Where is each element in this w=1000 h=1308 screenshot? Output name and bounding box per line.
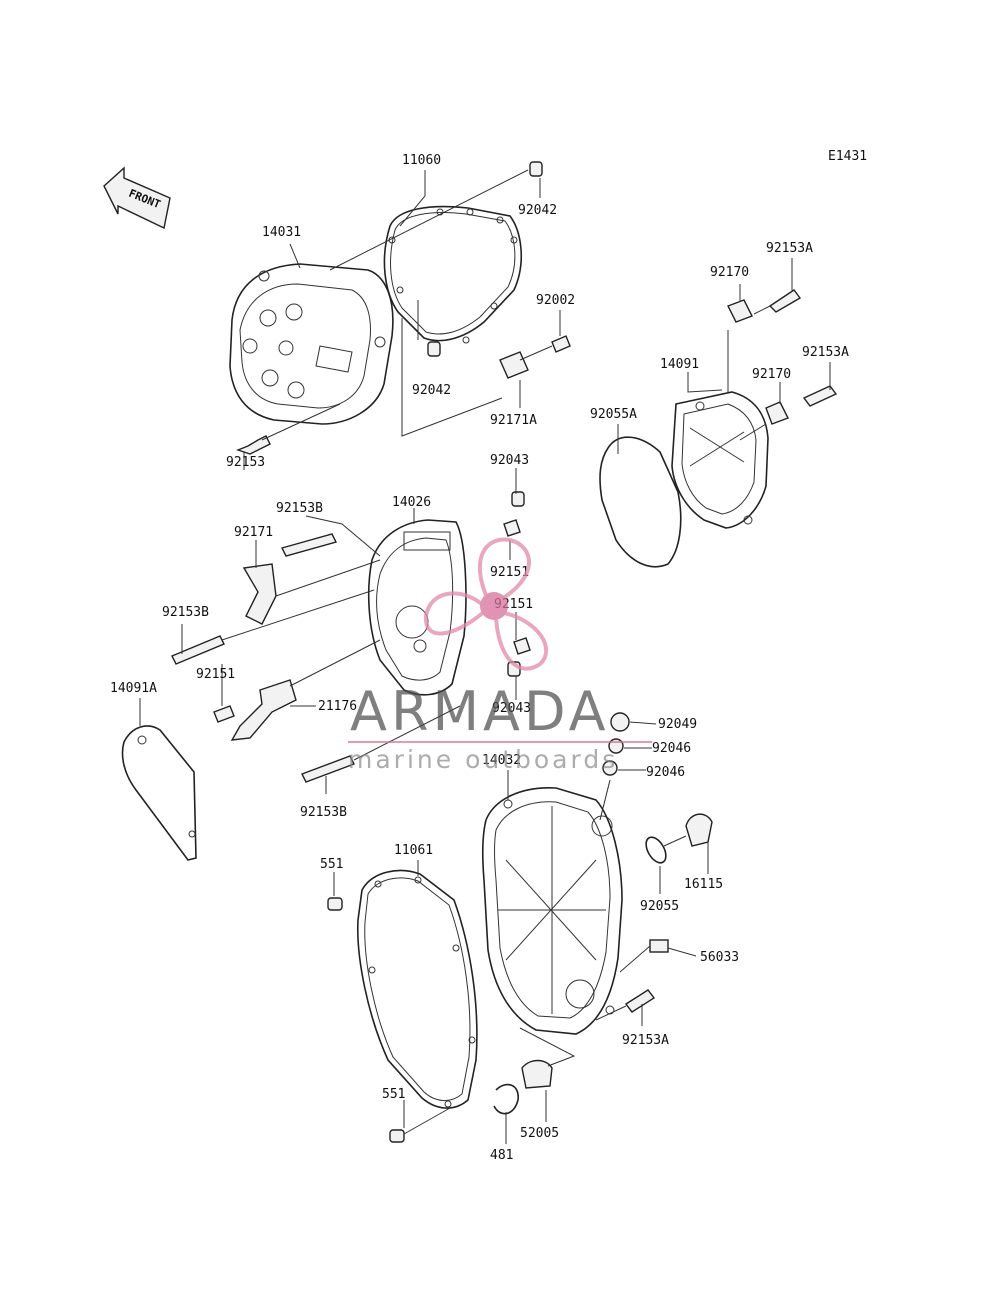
circlip-481 xyxy=(493,1083,519,1115)
part-label-551-low: 551 xyxy=(382,1087,405,1102)
part-label-52005: 52005 xyxy=(520,1126,559,1141)
cover-14026 xyxy=(367,519,467,696)
watermark: ARMADA marine outboards xyxy=(348,537,652,774)
figure-code: E1431 xyxy=(828,149,867,164)
part-label-92055A: 92055A xyxy=(590,407,637,422)
part-label-56033: 56033 xyxy=(700,950,739,965)
clip-92170-top xyxy=(727,299,753,323)
part-label-92151-a: 92151 xyxy=(490,565,529,580)
part-label-92153: 92153 xyxy=(226,455,265,470)
gasket-11061 xyxy=(356,869,478,1109)
switch-21176 xyxy=(230,679,297,741)
bolt-92153B-mid xyxy=(171,635,225,665)
clip-92170-mid xyxy=(765,401,789,425)
part-label-92046-b: 92046 xyxy=(646,765,685,780)
clutch-cover-14032 xyxy=(481,787,623,1035)
bolt-92002 xyxy=(551,335,571,353)
bolt-92151-c xyxy=(213,705,235,723)
gasket-11060 xyxy=(383,205,523,344)
bolt-92153A-top xyxy=(768,289,802,313)
watermark-tagline: marine outboards xyxy=(348,745,618,774)
cover-14091A xyxy=(121,725,197,861)
part-label-92170-top: 92170 xyxy=(710,265,749,280)
watermark-brand: ARMADA xyxy=(350,680,610,743)
oring-92055 xyxy=(645,836,667,864)
part-label-551-top: 551 xyxy=(320,857,343,872)
part-label-92002: 92002 xyxy=(536,293,575,308)
part-labels: 11060 92042 14031 92002 92042 92171A 921… xyxy=(110,153,849,1163)
seal-92049 xyxy=(610,712,630,732)
part-label-21176: 21176 xyxy=(318,699,357,714)
part-label-92153B-mid: 92153B xyxy=(162,605,209,620)
part-label-14091: 14091 xyxy=(660,357,699,372)
part-label-92153B-low: 92153B xyxy=(300,805,347,820)
gasket-92055A xyxy=(599,436,682,568)
part-label-92043-low: 92043 xyxy=(492,701,531,716)
bolt-92153A-mid xyxy=(802,385,838,407)
part-label-92042-mid: 92042 xyxy=(412,383,451,398)
bolt-92153A-low xyxy=(624,989,656,1013)
generator-cover-14031 xyxy=(229,263,394,425)
part-label-92153A-top: 92153A xyxy=(766,241,813,256)
front-arrow-icon: FRONT xyxy=(103,166,171,230)
part-label-92153A-mid: 92153A xyxy=(802,345,849,360)
part-label-92049: 92049 xyxy=(658,717,697,732)
bolt-92153B-top xyxy=(280,533,338,557)
part-label-92153B-top: 92153B xyxy=(276,501,323,516)
part-label-16115: 16115 xyxy=(684,877,723,892)
bolt-92151-a xyxy=(503,519,521,537)
part-label-92046-a: 92046 xyxy=(652,741,691,756)
part-label-92171A: 92171A xyxy=(490,413,537,428)
part-label-14031: 14031 xyxy=(262,225,301,240)
bolt-52005 xyxy=(521,1059,553,1089)
part-label-14091A: 14091A xyxy=(110,681,157,696)
part-label-92043-top: 92043 xyxy=(490,453,529,468)
clamp-92171A xyxy=(499,351,529,379)
bolt-92153B-low xyxy=(301,755,355,783)
part-label-92153A-low: 92153A xyxy=(622,1033,669,1048)
part-label-481: 481 xyxy=(490,1148,513,1163)
plate-56033 xyxy=(649,939,669,953)
cover-14091 xyxy=(671,391,769,529)
part-label-92055: 92055 xyxy=(640,899,679,914)
part-label-11060: 11060 xyxy=(402,153,441,168)
dowel-92042-top xyxy=(529,161,543,177)
dowel-551-low xyxy=(389,1129,405,1143)
dowel-551-top xyxy=(327,897,343,911)
washer-92046-b xyxy=(602,760,618,776)
part-label-92171: 92171 xyxy=(234,525,273,540)
dowel-92042-mid xyxy=(427,341,441,357)
part-label-14032: 14032 xyxy=(482,753,521,768)
part-label-11061: 11061 xyxy=(394,843,433,858)
bolt-92153 xyxy=(235,435,271,455)
part-label-92151-c: 92151 xyxy=(196,667,235,682)
part-label-92042-top: 92042 xyxy=(518,203,557,218)
propeller-logo-icon xyxy=(423,537,548,671)
bracket-92171 xyxy=(242,563,277,625)
part-label-92170-mid: 92170 xyxy=(752,367,791,382)
part-label-14026: 14026 xyxy=(392,495,431,510)
cap-16115 xyxy=(685,813,713,847)
dowel-92043-top xyxy=(511,491,525,507)
bolt-92151-b xyxy=(513,637,531,655)
